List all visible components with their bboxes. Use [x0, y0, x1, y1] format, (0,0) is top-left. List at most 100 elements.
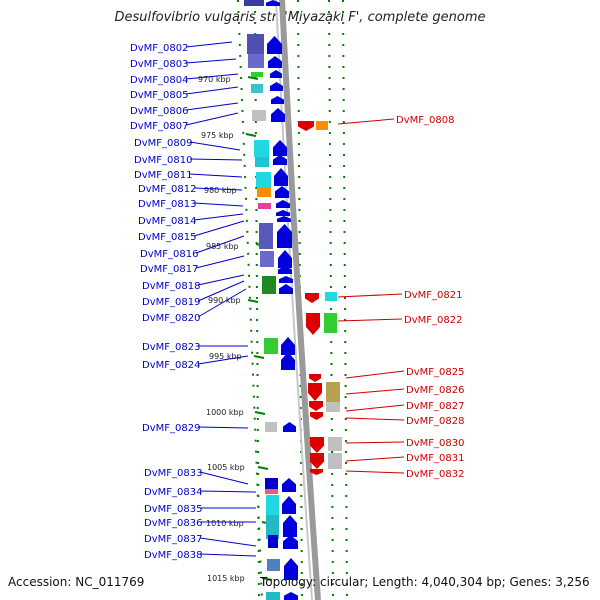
scale-tick [257, 466, 269, 470]
gene-leader-line [345, 388, 405, 395]
gene-leader-line [185, 41, 233, 48]
gene-label-right: DvMF_0825 [406, 367, 464, 378]
gene-block [328, 453, 342, 469]
gene-label-right: DvMF_0832 [406, 469, 464, 480]
gene-arrow-forward [271, 108, 285, 122]
gene-arrow-reverse [308, 383, 322, 401]
scale-tick [261, 577, 273, 581]
gene-label-left: DvMF_0804 [130, 75, 188, 86]
gene-leader-line [345, 470, 405, 474]
gene-leader-line [197, 274, 245, 286]
genome-summary-text: Topology: circular; Length: 4,040,304 bp… [260, 575, 590, 589]
gene-leader-line [345, 370, 405, 379]
gene-arrow-reverse [298, 121, 314, 131]
scale-tick [254, 411, 266, 415]
gene-label-right: DvMF_0808 [396, 115, 454, 126]
gene-leader-line [199, 553, 257, 557]
gene-arrow-forward [283, 422, 296, 432]
gene-label-right: DvMF_0822 [404, 315, 462, 326]
gene-leader-line [195, 235, 245, 254]
gene-arrow-forward [279, 284, 293, 294]
gene-arrow-forward [281, 337, 295, 355]
gene-arrow-reverse [309, 401, 323, 411]
gene-arrow-forward [268, 56, 282, 68]
gene-label-left: DvMF_0817 [140, 264, 198, 275]
gene-block [259, 223, 273, 249]
gene-leader-line [189, 173, 243, 178]
gene-label-left: DvMF_0805 [130, 90, 188, 101]
map-title: Desulfovibrio vulgaris str. 'Miyazaki F'… [114, 10, 486, 25]
scale-label: 985 kbp [206, 242, 239, 251]
gene-block [252, 110, 266, 121]
gene-label-left: DvMF_0802 [130, 43, 188, 54]
gene-block [244, 0, 264, 6]
gene-arrow-forward [281, 352, 295, 370]
gene-block [328, 437, 342, 451]
gene-leader-line [193, 213, 244, 221]
gene-leader-line [345, 456, 405, 462]
gene-leader-line [199, 537, 257, 547]
genome-backbone-edge [275, 0, 313, 600]
gene-label-left: DvMF_0806 [130, 106, 188, 117]
gene-leader-line [193, 187, 243, 191]
gene-label-left: DvMF_0829 [142, 423, 200, 434]
track-guide-line [328, 0, 334, 600]
scale-label: 995 kbp [209, 352, 242, 361]
scale-tick [245, 133, 257, 137]
gene-arrow-forward [275, 186, 289, 198]
gene-leader-line [197, 288, 247, 318]
gene-label-left: DvMF_0836 [144, 518, 202, 529]
gene-leader-line [197, 280, 245, 302]
gene-label-left: DvMF_0837 [144, 534, 202, 545]
gene-block [262, 276, 276, 294]
scale-label: 980 kbp [204, 186, 237, 195]
gene-arrow-forward [270, 70, 282, 78]
gene-arrow-forward [277, 224, 292, 248]
gene-arrow-forward [273, 155, 287, 165]
gene-block [268, 535, 278, 548]
gene-arrow-forward [284, 558, 298, 580]
gene-label-right: DvMF_0828 [406, 416, 464, 427]
gene-label-left: DvMF_0816 [140, 249, 198, 260]
gene-leader-line [197, 426, 249, 429]
gene-label-left: DvMF_0813 [138, 199, 196, 210]
track-guide-line [342, 0, 348, 600]
gene-leader-line [337, 293, 403, 298]
gene-label-left: DvMF_0818 [142, 281, 200, 292]
gene-block [260, 251, 274, 267]
genome-backbone [279, 0, 321, 600]
gene-block [267, 559, 280, 571]
gene-leader-line [197, 355, 249, 365]
gene-label-left: DvMF_0838 [144, 550, 202, 561]
gene-arrow-forward [274, 168, 288, 186]
gene-label-left: DvMF_0833 [144, 468, 202, 479]
gene-block [266, 515, 279, 539]
gene-label-left: DvMF_0810 [134, 155, 192, 166]
gene-block [247, 34, 264, 54]
gene-label-left: DvMF_0820 [142, 313, 200, 324]
gene-label-left: DvMF_0809 [134, 138, 192, 149]
gene-arrow-forward [276, 210, 290, 216]
gene-label-right: DvMF_0826 [406, 385, 464, 396]
gene-label-left: DvMF_0834 [144, 487, 202, 498]
gene-leader-line [185, 102, 239, 111]
gene-leader-line [345, 404, 405, 412]
gene-arrow-forward [282, 496, 296, 514]
gene-leader-line [185, 86, 239, 95]
track-guide-line [297, 0, 303, 600]
gene-label-left: DvMF_0815 [138, 232, 196, 243]
gene-label-right: DvMF_0821 [404, 290, 462, 301]
gene-leader-line [345, 441, 405, 444]
gene-label-left: DvMF_0824 [142, 360, 200, 371]
gene-label-left: DvMF_0812 [138, 184, 196, 195]
gene-block [248, 54, 264, 68]
gene-block [324, 313, 337, 333]
gene-block [316, 121, 328, 130]
scale-label: 1010 kbp [206, 519, 244, 528]
track-guide-line [237, 0, 263, 600]
gene-leader-line [193, 202, 244, 207]
gene-block [251, 84, 263, 93]
gene-arrow-forward [278, 250, 292, 268]
scale-label: 990 kbp [208, 296, 241, 305]
